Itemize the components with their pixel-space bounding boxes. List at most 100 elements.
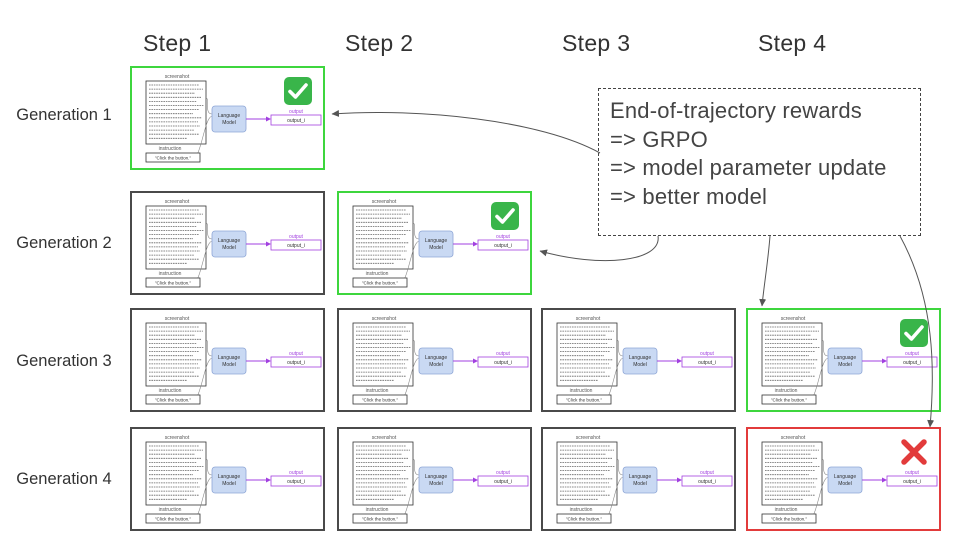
instruction-label: instruction: [775, 388, 798, 394]
screenshot-label: screenshot: [576, 435, 601, 441]
reward-arrow-gen3: [759, 235, 771, 307]
check-mark-icon: [490, 201, 520, 231]
output-box: [477, 475, 529, 487]
output-value: output_i: [287, 479, 305, 485]
screenshot-label: screenshot: [576, 316, 601, 322]
language-model-block: [418, 466, 454, 494]
instruction-label: instruction: [159, 146, 182, 152]
check-mark-icon: [283, 76, 313, 106]
generation-1-label: Generation 1: [16, 106, 112, 124]
screenshot-label: screenshot: [372, 435, 397, 441]
language-model-label: Model: [222, 120, 236, 126]
output-label: output: [289, 351, 304, 357]
language-model-label: Language: [425, 355, 447, 361]
output-box: [681, 475, 733, 487]
language-model-label: Model: [838, 481, 852, 487]
output-label: output: [905, 470, 920, 476]
language-model-block: [622, 466, 658, 494]
screenshot-label: screenshot: [372, 199, 397, 205]
instruction-label: instruction: [570, 507, 593, 513]
output-box: [270, 356, 322, 368]
output-box: [681, 356, 733, 368]
check-mark-icon: [899, 318, 929, 348]
screenshot-thumbnail: [145, 441, 207, 506]
output-value: output_i: [698, 360, 716, 366]
instruction-value: "Click the button.": [155, 156, 192, 161]
step-3-label: Step 3: [562, 30, 631, 56]
instruction-label: instruction: [775, 507, 798, 513]
language-model-block: [211, 466, 247, 494]
output-value: output_i: [698, 479, 716, 485]
instruction-box: [556, 513, 612, 524]
output-value: output_i: [287, 118, 305, 124]
screenshot-label: screenshot: [165, 74, 190, 80]
instruction-label: instruction: [366, 507, 389, 513]
language-model-label: Model: [429, 481, 443, 487]
language-model-label: Model: [429, 362, 443, 368]
language-model-label: Model: [222, 481, 236, 487]
output-label: output: [496, 234, 511, 240]
language-model-block: [418, 347, 454, 375]
output-value: output_i: [287, 360, 305, 366]
output-box: [477, 239, 529, 251]
instruction-box: [761, 513, 817, 524]
reward-line-3: => model parameter update: [610, 155, 887, 180]
language-model-block: [622, 347, 658, 375]
instruction-box: [556, 394, 612, 405]
instruction-value: "Click the button.": [771, 398, 808, 403]
instruction-value: "Click the button.": [566, 517, 603, 522]
language-model-label: Language: [629, 474, 651, 480]
screenshot-thumbnail: [145, 205, 207, 270]
language-model-label: Language: [218, 113, 240, 119]
output-label: output: [289, 470, 304, 476]
screenshot-thumbnail: [352, 322, 414, 387]
output-value: output_i: [903, 479, 921, 485]
instruction-value: "Click the button.": [771, 517, 808, 522]
instruction-box: [145, 152, 201, 163]
language-model-block: [211, 105, 247, 133]
language-model-label: Language: [218, 355, 240, 361]
generation-2-label: Generation 2: [16, 234, 112, 252]
reward-arrow-gen1: [331, 110, 601, 154]
instruction-label: instruction: [366, 388, 389, 394]
instruction-label: instruction: [366, 271, 389, 277]
instruction-label: instruction: [570, 388, 593, 394]
generation-3-label: Generation 3: [16, 352, 112, 370]
instruction-label: instruction: [159, 388, 182, 394]
screenshot-label: screenshot: [781, 435, 806, 441]
screenshot-label: screenshot: [165, 199, 190, 205]
step-4-label: Step 4: [758, 30, 827, 56]
language-model-label: Language: [834, 355, 856, 361]
instruction-value: "Click the button.": [362, 398, 399, 403]
screenshot-thumbnail: [352, 441, 414, 506]
language-model-label: Model: [222, 245, 236, 251]
instruction-box: [352, 394, 408, 405]
language-model-label: Language: [834, 474, 856, 480]
language-model-label: Model: [222, 362, 236, 368]
instruction-box: [761, 394, 817, 405]
output-label: output: [700, 470, 715, 476]
generation-4-label: Generation 4: [16, 470, 112, 488]
language-model-label: Model: [633, 481, 647, 487]
language-model-label: Language: [425, 474, 447, 480]
cross-mark-icon: [899, 437, 929, 467]
language-model-block: [211, 230, 247, 258]
output-box: [270, 239, 322, 251]
language-model-label: Model: [838, 362, 852, 368]
step-2-label: Step 2: [345, 30, 414, 56]
output-value: output_i: [494, 479, 512, 485]
language-model-label: Language: [425, 238, 447, 244]
reward-line-2: => GRPO: [610, 126, 708, 152]
